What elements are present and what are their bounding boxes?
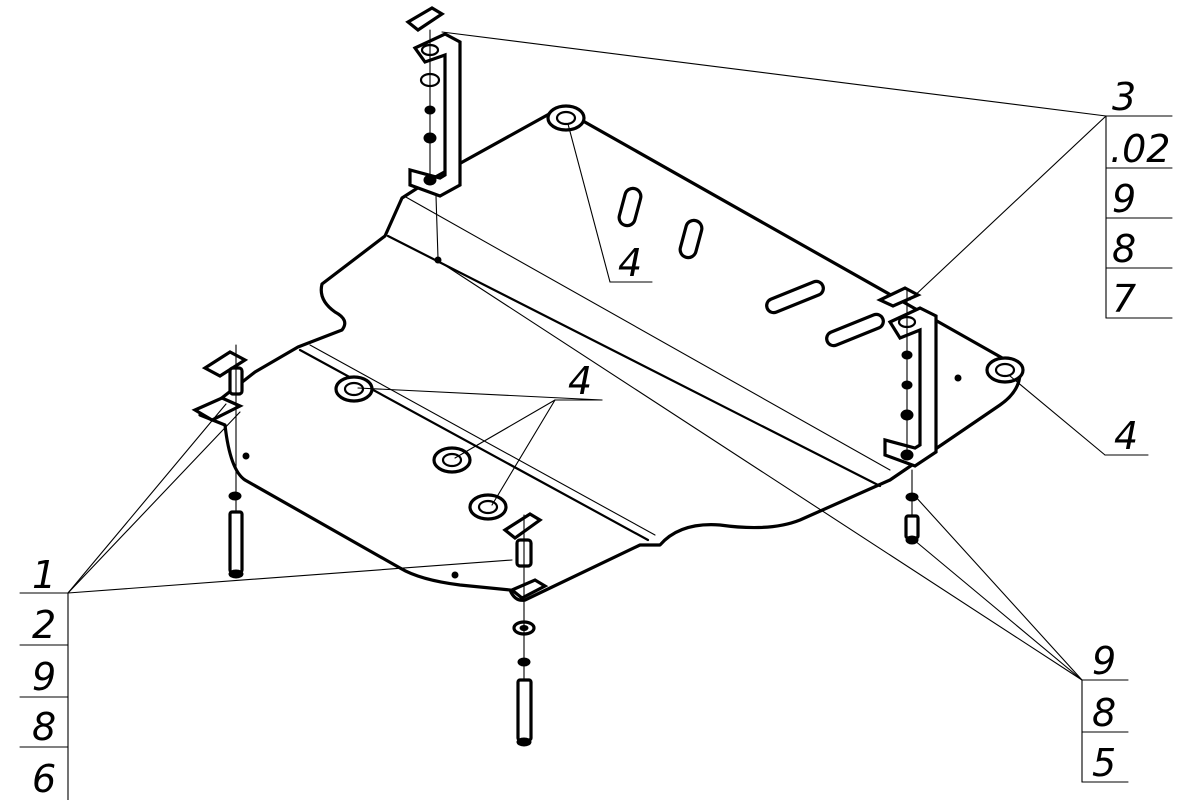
weld-nuts xyxy=(334,104,1025,521)
callout-label: .02 xyxy=(1110,127,1170,171)
weld-nut xyxy=(468,493,508,521)
callout-table-bottom-right: 9 8 5 xyxy=(1081,639,1129,785)
skid-plate xyxy=(198,106,1022,602)
mounting-bracket-middle xyxy=(502,512,549,611)
callout-label: 9 xyxy=(1112,177,1136,221)
bolt-stack-left xyxy=(228,469,244,579)
callout-label: 9 xyxy=(1092,639,1116,683)
weld-nut xyxy=(334,375,374,403)
vent-slots xyxy=(617,186,885,348)
callout-table-left: 1 2 9 8 6 xyxy=(19,553,69,800)
weld-nut xyxy=(432,446,472,474)
callout-label: 7 xyxy=(1112,277,1136,321)
callout-label: 8 xyxy=(1112,227,1136,271)
hole xyxy=(451,571,459,579)
leader-lines xyxy=(67,31,1149,681)
weld-nut xyxy=(985,356,1025,384)
callout-label: 1 xyxy=(32,553,56,597)
callout-label: 5 xyxy=(1092,741,1116,785)
callout-label: 6 xyxy=(32,757,56,800)
callout-label: 9 xyxy=(32,655,56,699)
weld-nut xyxy=(546,104,586,132)
callout-label: 2 xyxy=(32,603,56,647)
part-label-4: 4 xyxy=(618,241,642,285)
mounting-bracket-left xyxy=(191,344,249,471)
part-label-4: 4 xyxy=(568,359,592,403)
hole xyxy=(954,374,962,382)
bolt-stack-right xyxy=(904,469,920,545)
callout-label: 3 xyxy=(1112,75,1136,119)
hole xyxy=(242,452,250,460)
callout-label: 8 xyxy=(32,705,56,749)
part-label-4: 4 xyxy=(1114,414,1138,458)
callout-label: 8 xyxy=(1092,691,1116,735)
mounting-bracket-top xyxy=(405,6,462,259)
callout-table-top-right: 3 .02 9 8 7 xyxy=(1105,75,1173,321)
bolt-stack-middle xyxy=(512,609,536,747)
mounting-bracket-right xyxy=(876,286,938,468)
